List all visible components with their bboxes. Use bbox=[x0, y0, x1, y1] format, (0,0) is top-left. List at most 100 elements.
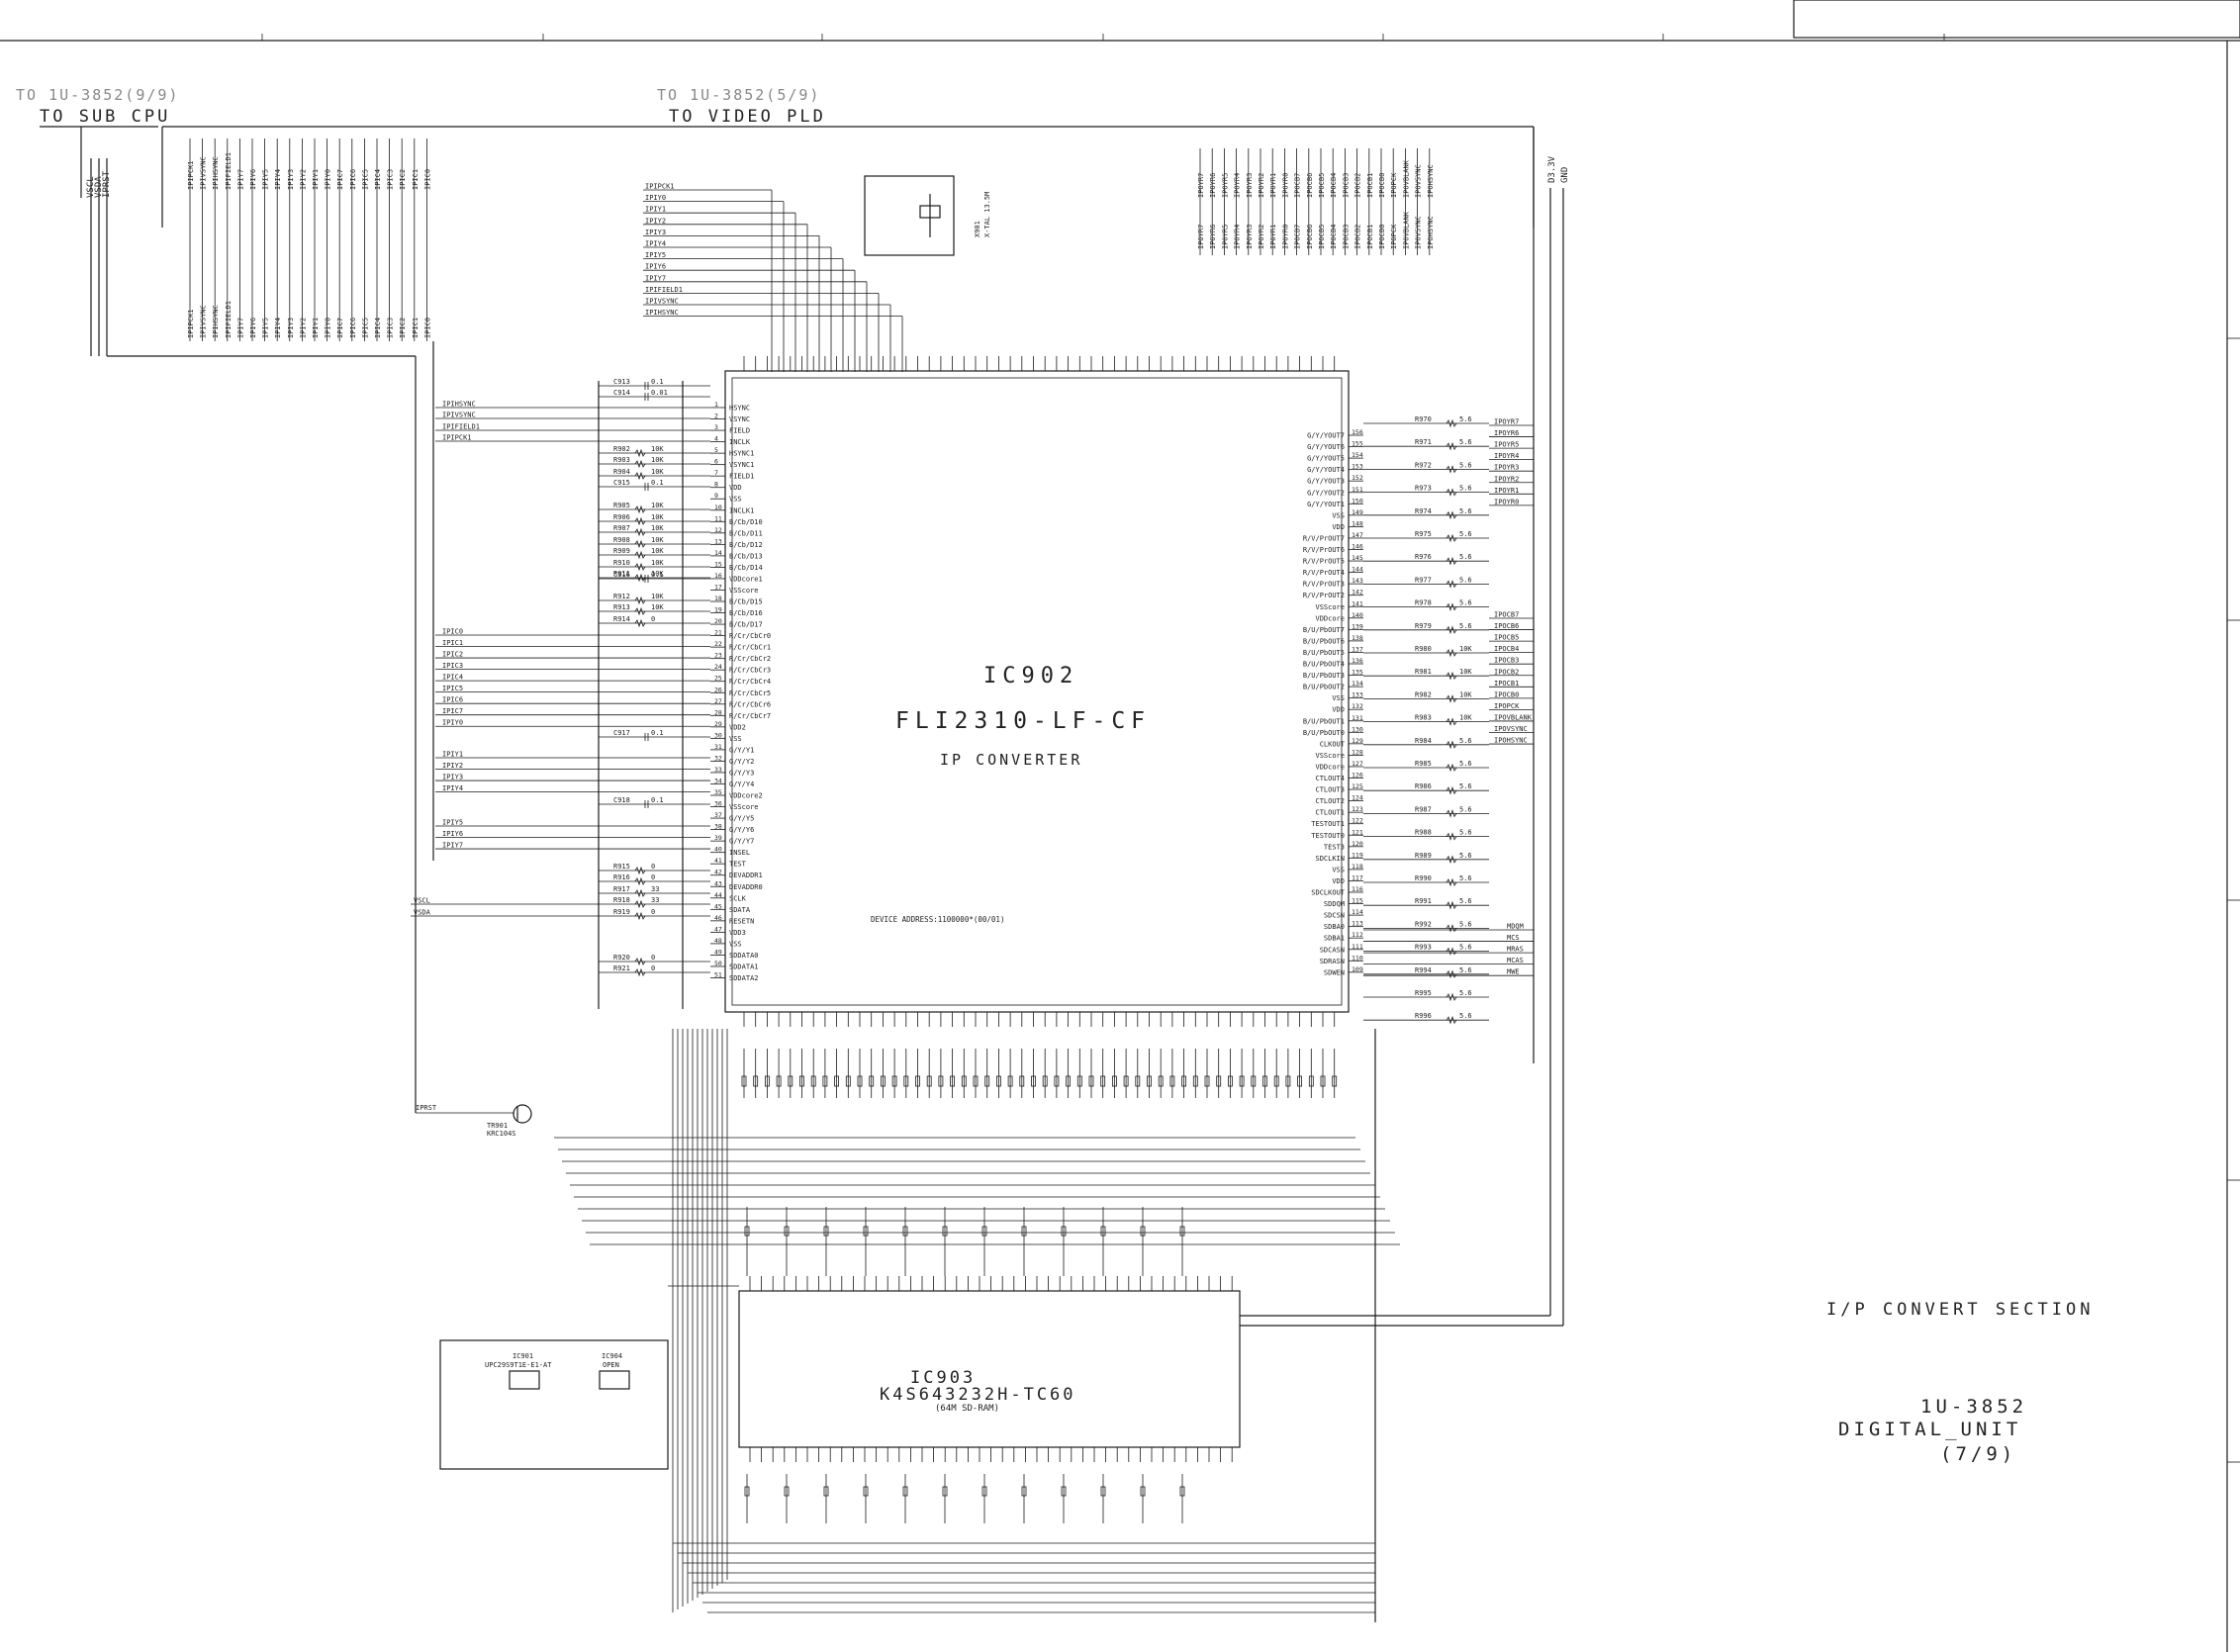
right-mem-1: MCS bbox=[1507, 934, 1520, 942]
pld-output-15: IPOCB0 bbox=[1378, 173, 1386, 198]
pld-input-b-6: IPIY5 bbox=[262, 318, 270, 338]
right-out-c-6: IPOCB1 bbox=[1494, 680, 1519, 688]
rres-val-R973: 5.6 bbox=[1459, 485, 1472, 493]
svg-text:19: 19 bbox=[714, 606, 722, 614]
section-title: I/P CONVERT SECTION bbox=[1826, 1300, 2094, 1320]
pld-input-b-16: IPIC3 bbox=[387, 318, 395, 338]
svg-text:38: 38 bbox=[714, 823, 722, 831]
pld-output-12: IPOCB3 bbox=[1342, 173, 1350, 198]
rres-R995: R995 bbox=[1415, 989, 1432, 997]
pld-output-18: IPOVSYNC bbox=[1415, 164, 1423, 198]
res-val-R920: 0 bbox=[651, 954, 655, 962]
ic902-left-pin-31: G/Y/Y1 bbox=[729, 746, 754, 754]
ic901-ref: IC901 bbox=[513, 1352, 533, 1360]
pld-input-14: IPIC5 bbox=[361, 169, 369, 190]
ic902-right-pin-11: R/V/PrOUT5 bbox=[1303, 558, 1345, 566]
pld-input-3: IPIFIELD1 bbox=[225, 152, 233, 190]
ic902-right-pin-47: SDWEN bbox=[1324, 968, 1345, 976]
ic902-right-pin-43: SDBA0 bbox=[1324, 923, 1345, 931]
right-out-3: IPOYR4 bbox=[1494, 452, 1519, 460]
ic902-left-pin-12: B/Cb/D11 bbox=[729, 529, 763, 537]
svg-text:114: 114 bbox=[1352, 908, 1363, 916]
right-out-c-1: IPOCB6 bbox=[1494, 622, 1519, 630]
left-c-net-1: IPIC1 bbox=[442, 639, 463, 647]
pld-output-14: IPOCB1 bbox=[1366, 173, 1374, 198]
left-net-0: IPIHSYNC bbox=[442, 401, 476, 409]
pld-input-b-19: IPIC0 bbox=[423, 318, 431, 338]
svg-text:116: 116 bbox=[1352, 885, 1363, 893]
ic902-left-pin-17: VSScore bbox=[729, 587, 759, 595]
pld-input-17: IPIC2 bbox=[399, 169, 407, 190]
svg-text:51: 51 bbox=[714, 971, 722, 979]
pld-output-b-11: IPOCB4 bbox=[1330, 225, 1338, 249]
svg-text:125: 125 bbox=[1352, 782, 1363, 790]
svg-text:50: 50 bbox=[714, 960, 722, 967]
svg-text:2: 2 bbox=[714, 413, 718, 420]
ic902-left-pin-32: G/Y/Y2 bbox=[729, 758, 754, 766]
ic902-right-pin-14: R/V/PrOUT2 bbox=[1303, 592, 1345, 599]
pld-input-b-15: IPIC4 bbox=[374, 318, 382, 338]
right-out-c-0: IPOCB7 bbox=[1494, 611, 1519, 619]
res-val-R915: 0 bbox=[651, 863, 655, 871]
title-block: I/P CONVERT SECTION 1U-3852 DIGITAL_UNIT… bbox=[1826, 1300, 2094, 1465]
pld-input-12: IPIC7 bbox=[336, 169, 344, 190]
res-R914: R914 bbox=[613, 615, 630, 623]
ic902-left-pin-46: RESETN bbox=[729, 917, 754, 925]
left-y-net-3: IPIY4 bbox=[442, 784, 463, 792]
ic902-right-pin-1: G/Y/YOUT6 bbox=[1307, 443, 1345, 451]
left-c-net-7: IPIC7 bbox=[442, 707, 463, 715]
ic902-left-pin-26: R/Cr/CbCr5 bbox=[729, 689, 771, 697]
ic902-right-pin-8: VDD bbox=[1332, 523, 1345, 531]
cap-val-C914: 0.01 bbox=[651, 389, 668, 397]
rres-R988: R988 bbox=[1415, 829, 1432, 837]
crystal-ref: X901 bbox=[974, 221, 981, 237]
ic902-in-0: IPIPCK1 bbox=[645, 183, 675, 191]
pld-output-b-10: IPOCB5 bbox=[1318, 225, 1326, 249]
svg-text:119: 119 bbox=[1352, 851, 1363, 859]
rres-val-R993: 5.6 bbox=[1459, 944, 1472, 952]
pld-input-b-8: IPIY3 bbox=[287, 318, 295, 338]
svg-text:9: 9 bbox=[714, 492, 718, 500]
res-val-R912: 10K bbox=[651, 593, 664, 600]
res-R920: R920 bbox=[613, 954, 630, 962]
rres-R985: R985 bbox=[1415, 760, 1432, 768]
svg-text:3: 3 bbox=[714, 423, 718, 431]
ic902-left-pin-35: VDDcore2 bbox=[729, 792, 763, 800]
svg-text:140: 140 bbox=[1352, 611, 1363, 619]
ic902-left-pin-15: B/Cb/D14 bbox=[729, 564, 763, 572]
res-val-R907: 10K bbox=[651, 524, 664, 532]
res-val-R910: 10K bbox=[651, 559, 664, 567]
rres-R973: R973 bbox=[1415, 485, 1432, 493]
ic902-right-pin-28: VSScore bbox=[1315, 752, 1345, 760]
svg-text:123: 123 bbox=[1352, 805, 1363, 813]
ic902-left-pin-45: SDATA bbox=[729, 906, 751, 914]
ic902-left-pin-9: VSS bbox=[729, 496, 742, 504]
ic902-right-pin-31: CTLOUT3 bbox=[1315, 786, 1345, 794]
svg-text:121: 121 bbox=[1352, 828, 1363, 836]
rres-val-R971: 5.6 bbox=[1459, 438, 1472, 446]
svg-text:145: 145 bbox=[1352, 554, 1363, 562]
rres-val-R987: 5.6 bbox=[1459, 805, 1472, 813]
res-val-R902: 10K bbox=[651, 445, 664, 453]
cap-val-C916: 0.1 bbox=[651, 571, 664, 579]
ic903: IC903 K4S643232H-TC60 (64M SD-RAM) bbox=[738, 1276, 1241, 1462]
ic902-left-pin-7: FIELD1 bbox=[729, 473, 754, 481]
res-val-R914: 0 bbox=[651, 615, 655, 623]
cap-C913: C913 bbox=[613, 378, 630, 386]
rres-val-R984: 5.6 bbox=[1459, 737, 1472, 745]
ic902-right-pin-6: G/Y/YOUT1 bbox=[1307, 501, 1345, 508]
right-out-c-2: IPOCB5 bbox=[1494, 634, 1519, 642]
svg-text:6: 6 bbox=[714, 458, 718, 466]
svg-text:VSCL: VSCL bbox=[414, 897, 430, 905]
ic902-in-2: IPIY1 bbox=[645, 206, 666, 214]
ic903-note: (64M SD-RAM) bbox=[935, 1404, 999, 1414]
ic902-right-pin-32: CTLOUT2 bbox=[1315, 797, 1345, 805]
res-val-R919: 0 bbox=[651, 908, 655, 916]
rres-R983: R983 bbox=[1415, 714, 1432, 722]
rres-R978: R978 bbox=[1415, 599, 1432, 607]
left-y-net-0: IPIY1 bbox=[442, 751, 463, 759]
connector-sub-cpu: TO 1U-3852(9/9) TO SUB CPU VSCL VSDA IPR… bbox=[16, 86, 177, 356]
right-out-1: IPOYR6 bbox=[1494, 429, 1519, 437]
